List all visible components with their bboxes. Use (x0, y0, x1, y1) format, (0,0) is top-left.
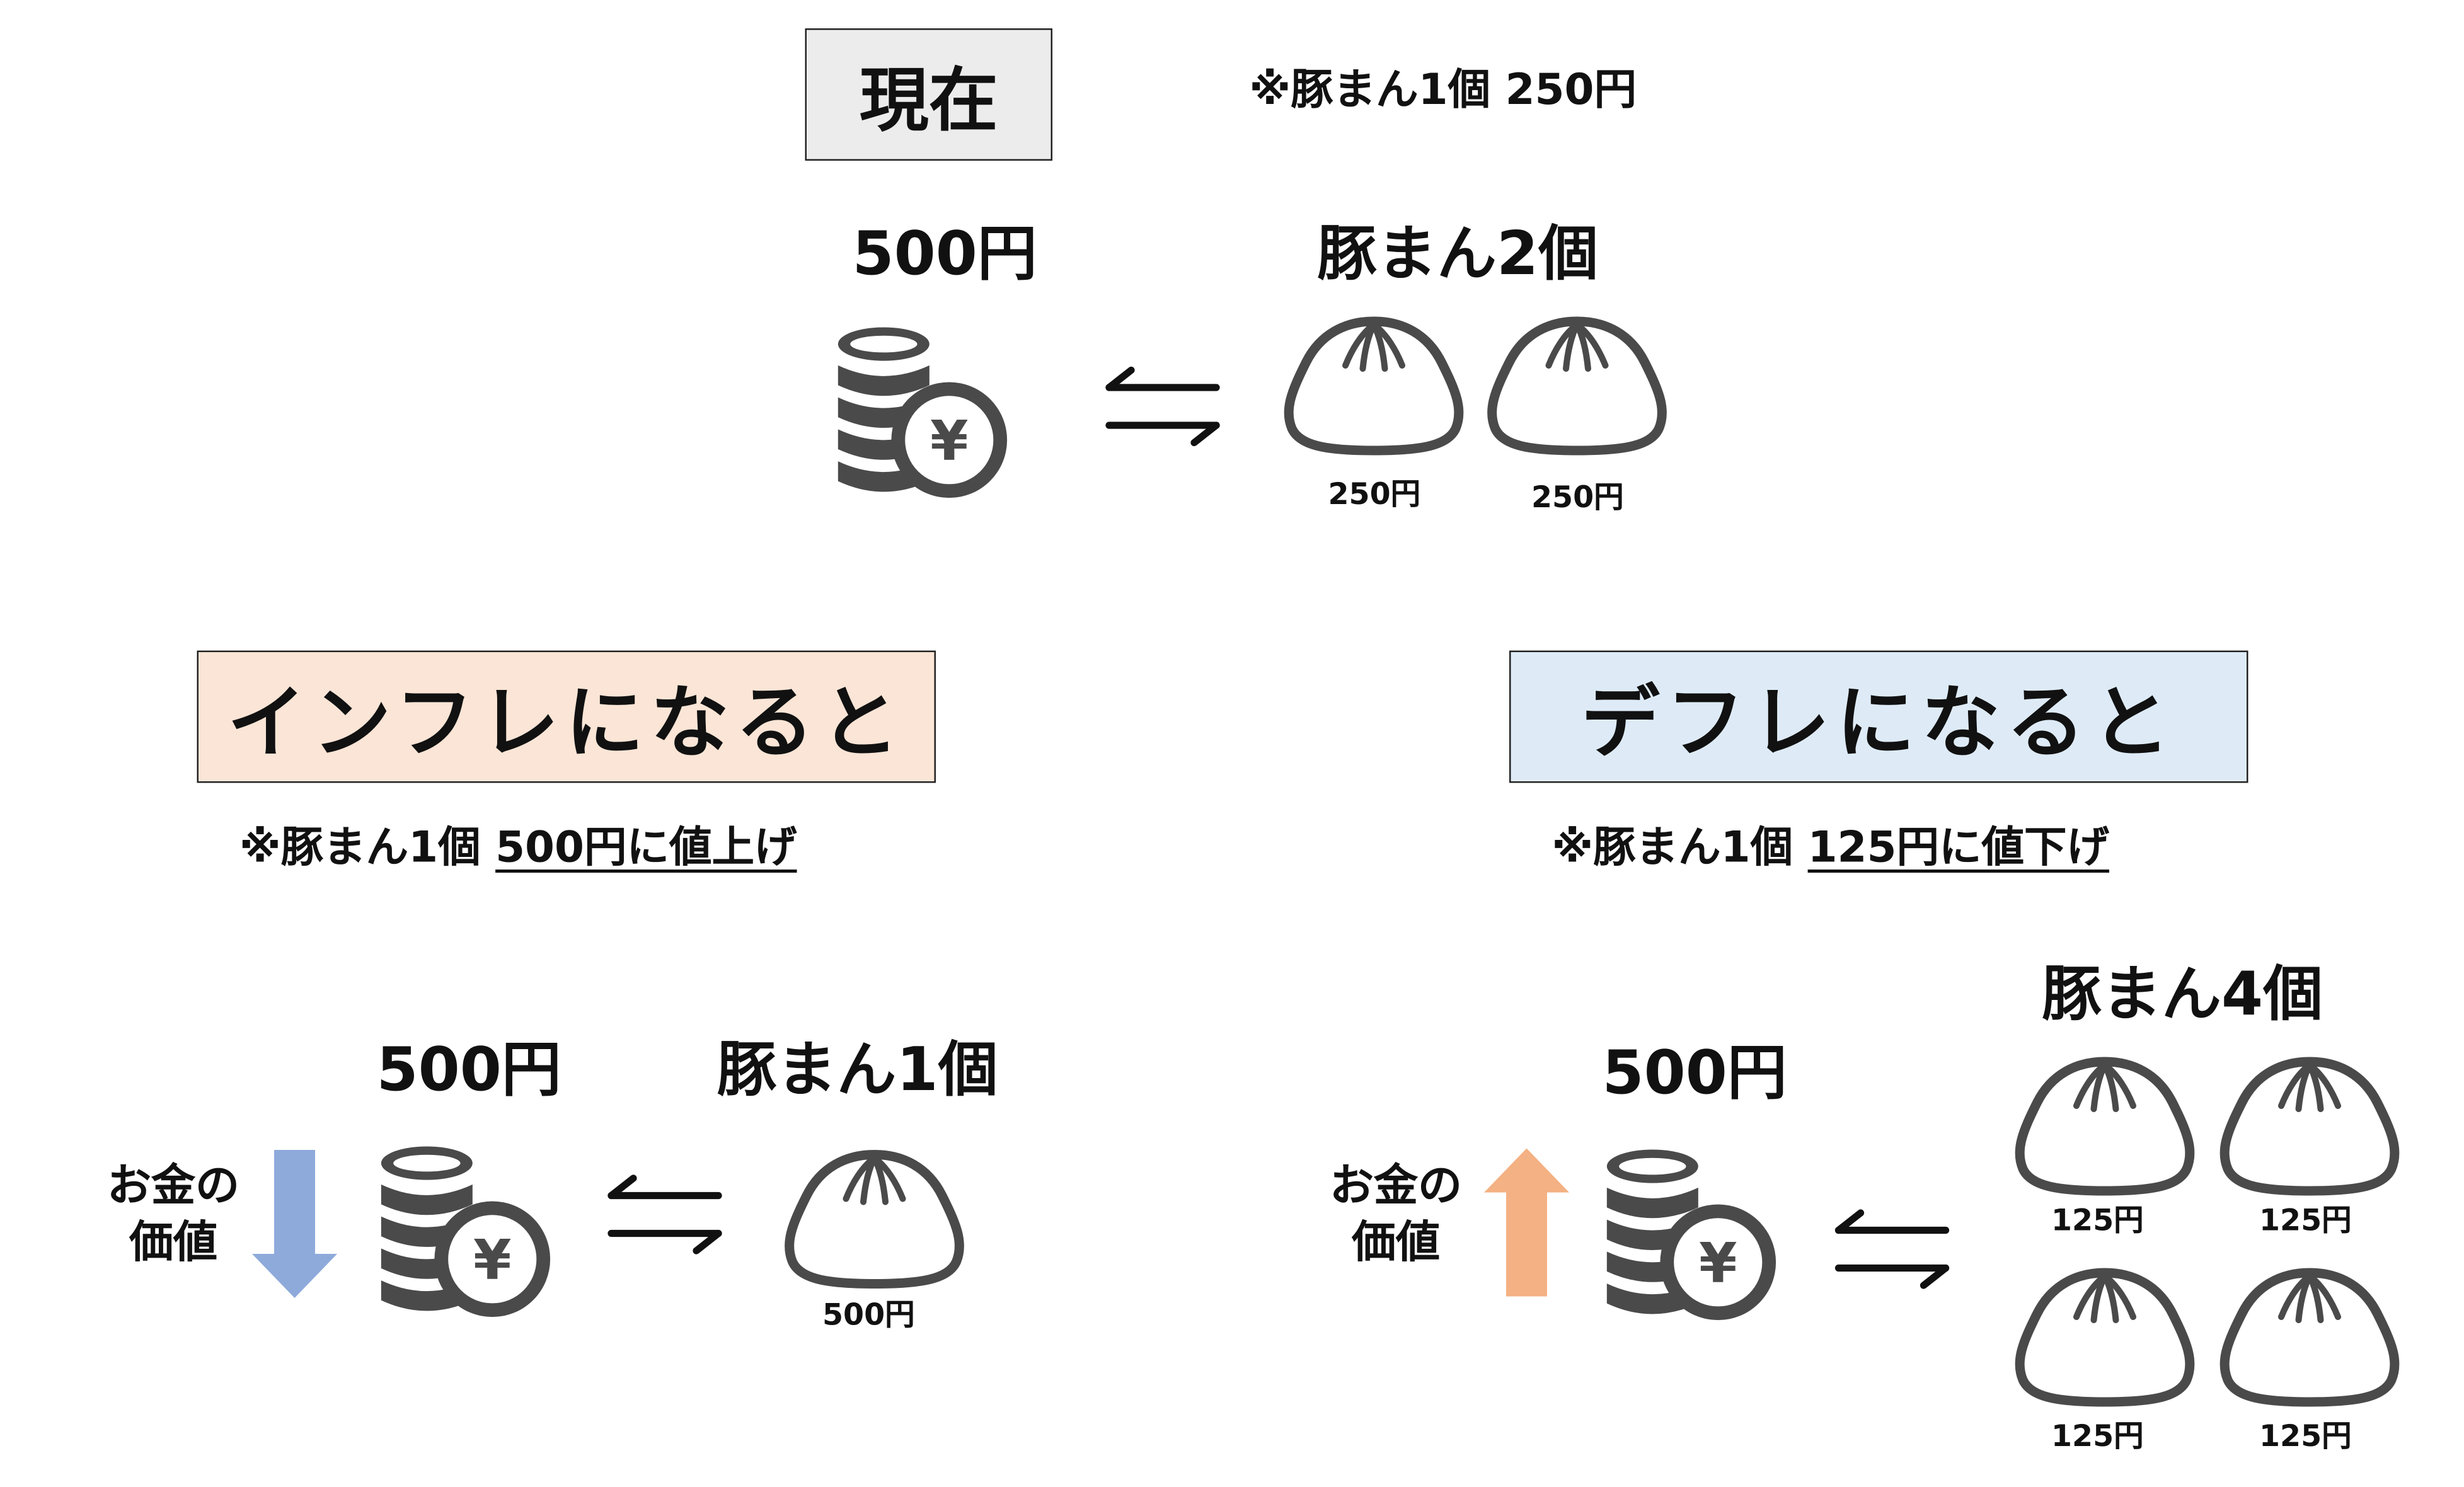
item-price-label: 250円 (1328, 477, 1421, 512)
item-price-label: 125円 (2051, 1419, 2144, 1454)
deflation-price-note: ※豚まん1個 125円に値下げ (1552, 827, 2110, 870)
arrow-down-icon (252, 1150, 337, 1298)
current-price-note: ※豚まん1個 250円 (1249, 66, 1637, 115)
item-price-label: 500円 (822, 1298, 915, 1333)
exchange-arrows-icon (1103, 365, 1223, 447)
inflation-goods-label: 豚まん1個 (717, 1035, 998, 1105)
deflation-title-box: デフレになると (1509, 650, 2248, 783)
deflation-goods-label: 豚まん4個 (2042, 959, 2323, 1029)
steamed-bun-icon (1483, 312, 1672, 457)
inflation-value-label: お金の 価値 (95, 1158, 252, 1273)
inflation-money-label: 500円 (376, 1035, 561, 1105)
inflation-title: インフレになると (227, 677, 906, 769)
deflation-value-label: お金の 価値 (1317, 1158, 1475, 1273)
current-money-label: 500円 (852, 219, 1037, 289)
inflation-title-box: インフレになると (197, 650, 936, 783)
steamed-bun-icon (2215, 1052, 2404, 1197)
steamed-bun-icon (2010, 1263, 2199, 1408)
current-title-box: 現在 (805, 28, 1052, 161)
inflation-price-note: ※豚まん1個 500円に値上げ (239, 827, 797, 870)
steamed-bun-icon (1279, 312, 1468, 457)
item-price-label: 125円 (2259, 1419, 2352, 1454)
inflation-note-change: 500円に値上げ (495, 824, 797, 873)
arrow-up-icon (1484, 1148, 1569, 1297)
item-price-label: 125円 (2259, 1203, 2352, 1238)
value-label-line2: 価値 (1351, 1216, 1440, 1269)
value-label-line2: 価値 (129, 1216, 217, 1269)
steamed-bun-icon (2215, 1263, 2404, 1408)
exchange-arrows-icon (1833, 1209, 1952, 1290)
item-price-label: 250円 (1531, 480, 1624, 515)
current-goods-label: 豚まん2個 (1317, 219, 1599, 289)
item-price-label: 125円 (2051, 1203, 2144, 1238)
current-title: 現在 (859, 61, 998, 142)
deflation-note-change: 125円に値下げ (1807, 824, 2110, 873)
coin-stack-yen-icon (835, 315, 1018, 504)
exchange-arrows-icon (605, 1174, 725, 1256)
steamed-bun-icon (2010, 1052, 2199, 1197)
steamed-bun-icon (780, 1145, 969, 1290)
coin-stack-yen-icon (378, 1134, 561, 1323)
value-label-line1: お金の (107, 1159, 239, 1212)
deflation-note-prefix: ※豚まん1個 (1552, 824, 1808, 873)
value-label-line1: お金の (1329, 1159, 1462, 1212)
deflation-title: デフレになると (1580, 677, 2177, 769)
deflation-money-label: 500円 (1602, 1038, 1787, 1108)
inflation-note-prefix: ※豚まん1個 (239, 824, 496, 873)
coin-stack-yen-icon (1604, 1137, 1787, 1326)
